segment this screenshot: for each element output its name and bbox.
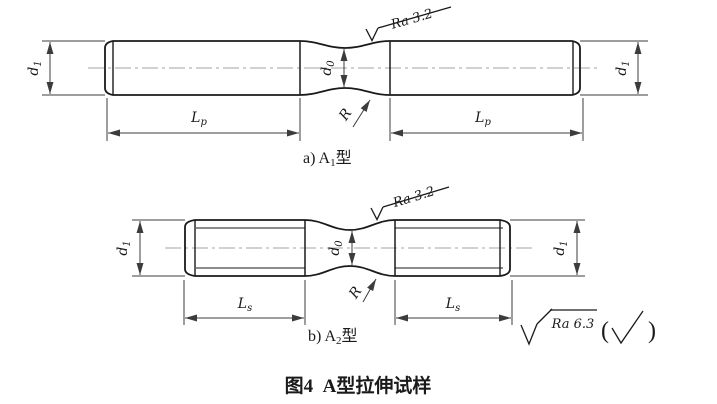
dim-label-d0-a1: d0 xyxy=(319,60,337,76)
dimension-ls-right-a2: Ls xyxy=(394,280,513,325)
general-roughness-note: Ra 6.3 ( ) xyxy=(520,308,656,346)
dim-label-ls-right-a2: Ls xyxy=(445,296,460,314)
sublabel-a2: b) A2型 xyxy=(308,327,358,347)
dimension-ls-left-a2: Ls xyxy=(183,280,306,325)
dim-label-d1-right-a2: d1 xyxy=(552,240,570,255)
radius-callout-a1: R xyxy=(336,99,371,128)
dimension-lp-left-a1: Lp xyxy=(106,98,301,141)
sublabel-a1: a) A1型 xyxy=(303,149,352,169)
specimen-a2-drawing: d1 d1 d0 Ls Ls xyxy=(115,184,585,347)
surface-roughness-icon-general xyxy=(520,308,597,346)
dim-label-lp-left-a1: Lp xyxy=(190,110,207,128)
dim-label-ls-left-a2: Ls xyxy=(237,296,252,314)
radius-label-a2: R xyxy=(346,283,366,302)
dimension-d1-left-a1: d1 xyxy=(26,40,105,96)
roughness-label-a2: Ra 3.2 xyxy=(390,184,436,211)
surface-roughness-icon-a1: Ra 3.2 xyxy=(365,6,452,42)
radius-callout-a2: R xyxy=(346,278,377,302)
surface-roughness-icon-a2: Ra 3.2 xyxy=(370,184,450,221)
dim-label-d1-left-a1: d1 xyxy=(26,60,44,75)
dim-label-d0-a2: d0 xyxy=(327,240,345,256)
dim-label-lp-right-a1: Lp xyxy=(474,110,491,128)
specimen-a1-drawing: d1 d1 d0 Lp Lp xyxy=(26,6,648,169)
specimen-a1-outline xyxy=(104,40,581,96)
dimension-lp-right-a1: Lp xyxy=(389,98,584,141)
dimension-d1-right-a1: d1 xyxy=(580,40,648,96)
dim-label-d1-left-a2: d1 xyxy=(115,240,133,255)
check-icon xyxy=(611,310,644,345)
figure-caption: 图4 A型拉伸试样 xyxy=(285,374,432,397)
dimension-d0-a2: d0 xyxy=(327,231,356,265)
dimension-d1-left-a2: d1 xyxy=(115,219,185,277)
radius-label-a1: R xyxy=(336,105,356,124)
roughness-label-a1: Ra 3.2 xyxy=(389,7,435,33)
dim-label-d1-right-a1: d1 xyxy=(614,60,632,75)
dimension-d1-right-a2: d1 xyxy=(510,219,585,277)
paren-open: ( xyxy=(601,318,609,344)
dimension-d0-a1: d0 xyxy=(319,49,348,87)
roughness-label-general: Ra 6.3 xyxy=(551,317,595,332)
paren-close: ) xyxy=(648,318,656,344)
